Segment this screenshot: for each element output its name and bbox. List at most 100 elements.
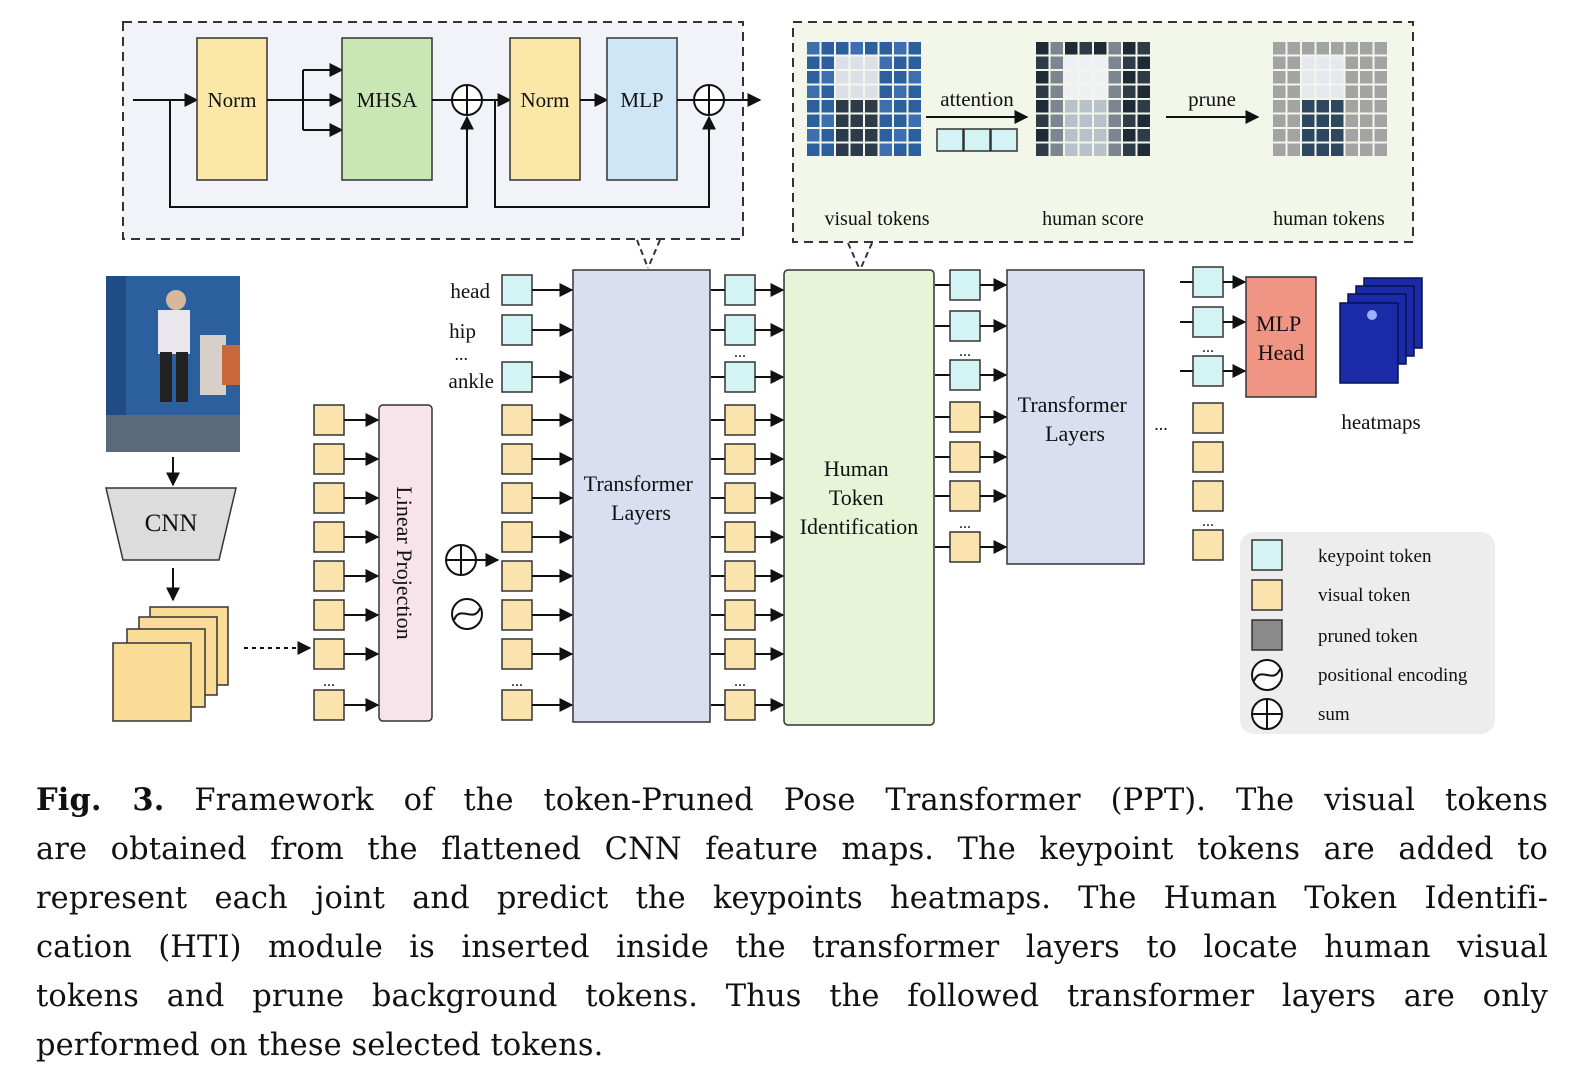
grid-token	[850, 85, 863, 98]
grid-token	[821, 129, 834, 142]
grid-token	[1094, 85, 1107, 98]
keypoint-token	[949, 359, 981, 391]
hti-box	[783, 269, 935, 726]
grid-token	[1273, 143, 1286, 156]
grid-token	[1273, 56, 1286, 69]
grid-token	[1108, 42, 1121, 55]
grid-token	[1137, 56, 1150, 69]
grid-token	[1079, 42, 1092, 55]
keypoint-token	[501, 314, 533, 346]
caption-line-1: Fig. 3. Framework of the token-Pruned Po…	[36, 782, 1548, 818]
ellipsis-mark: ...	[959, 343, 971, 360]
grid-token	[836, 71, 849, 84]
grid-token	[1331, 114, 1344, 127]
grid-token	[1302, 56, 1315, 69]
grid-token	[1065, 42, 1078, 55]
keypoint-token	[1192, 355, 1224, 387]
grid-token	[1123, 71, 1136, 84]
grid-token	[908, 100, 921, 113]
visual-token	[501, 689, 533, 721]
visual-token	[501, 599, 533, 631]
visual-tokens-grid	[807, 42, 921, 156]
grid-token	[1050, 71, 1063, 84]
feature-maps	[112, 606, 229, 722]
grid-token	[1287, 100, 1300, 113]
grid-token	[1316, 42, 1329, 55]
grid-token	[1079, 56, 1092, 69]
visual-token	[1192, 480, 1224, 512]
figure-label: Fig. 3.	[36, 782, 165, 818]
grid-token	[821, 114, 834, 127]
grid-token	[836, 114, 849, 127]
figure-caption: Fig. 3. Framework of the token-Pruned Po…	[36, 776, 1548, 1070]
heatmaps-label: heatmaps	[1341, 410, 1420, 434]
grid-token	[1374, 129, 1387, 142]
grid-token	[1345, 100, 1358, 113]
grid-token	[1123, 129, 1136, 142]
grid-token	[1079, 71, 1092, 84]
grid-token	[1108, 129, 1121, 142]
grid-token	[879, 143, 892, 156]
transformer-layers-1-label: Transformer Layers	[584, 471, 699, 525]
grid-token	[807, 100, 820, 113]
keypoint-token	[501, 274, 533, 306]
grid-token	[908, 114, 921, 127]
grid-token	[1374, 85, 1387, 98]
visual-token	[501, 482, 533, 514]
caption-line-4: cation (HTI) module is inserted inside t…	[36, 930, 1548, 965]
grid-token	[1050, 143, 1063, 156]
grid-token	[836, 56, 849, 69]
legend-pruned-swatch	[1251, 619, 1283, 651]
grid-token	[1079, 143, 1092, 156]
grid-token	[1360, 85, 1373, 98]
grid-token	[1036, 114, 1049, 127]
grid-token	[1316, 100, 1329, 113]
grid-token	[1094, 129, 1107, 142]
visual-token	[1192, 441, 1224, 473]
grid-token	[1137, 114, 1150, 127]
grid-token	[1287, 42, 1300, 55]
grid-token	[1302, 85, 1315, 98]
grid-token	[1374, 42, 1387, 55]
grid-token	[879, 71, 892, 84]
linear-projection-label: Linear Projection	[392, 486, 417, 639]
visual-token	[313, 482, 345, 514]
grid-token	[1137, 143, 1150, 156]
grid-token	[821, 85, 834, 98]
grid-token	[879, 129, 892, 142]
grid-token	[1331, 85, 1344, 98]
grid-token	[1287, 56, 1300, 69]
grid-token	[1345, 71, 1358, 84]
grid-token	[894, 85, 907, 98]
ppt-framework-diagram: Norm MHSA Norm MLP attention prune visua…	[105, 21, 1495, 734]
keypoint-token	[724, 361, 756, 393]
grid-token	[1123, 56, 1136, 69]
grid-token	[1331, 71, 1344, 84]
positional-encoding-icon	[451, 598, 483, 630]
grid-token	[836, 42, 849, 55]
grid-token	[1065, 56, 1078, 69]
keypoint-label-ellipsis: ...	[455, 344, 469, 364]
grid-token	[1345, 129, 1358, 142]
grid-token	[1108, 114, 1121, 127]
grid-token	[1345, 114, 1358, 127]
grid-token	[821, 71, 834, 84]
grid-token	[1360, 100, 1373, 113]
visual-token	[724, 482, 756, 514]
grid-token	[1302, 129, 1315, 142]
input-image	[106, 276, 240, 452]
visual-token	[949, 531, 981, 563]
tokens-input-hti: ......	[711, 274, 785, 721]
grid-token	[821, 100, 834, 113]
keypoint-token	[949, 269, 981, 301]
visual-token	[313, 560, 345, 592]
grid-token	[865, 129, 878, 142]
grid-token	[1316, 129, 1329, 142]
keypoint-label-ankle: ankle	[449, 369, 494, 393]
prune-label: prune	[1188, 87, 1236, 111]
grid-token	[1065, 129, 1078, 142]
keypoint-token	[501, 361, 533, 393]
mhsa-label: MHSA	[357, 88, 419, 112]
grid-token	[908, 71, 921, 84]
visual-token	[313, 638, 345, 670]
